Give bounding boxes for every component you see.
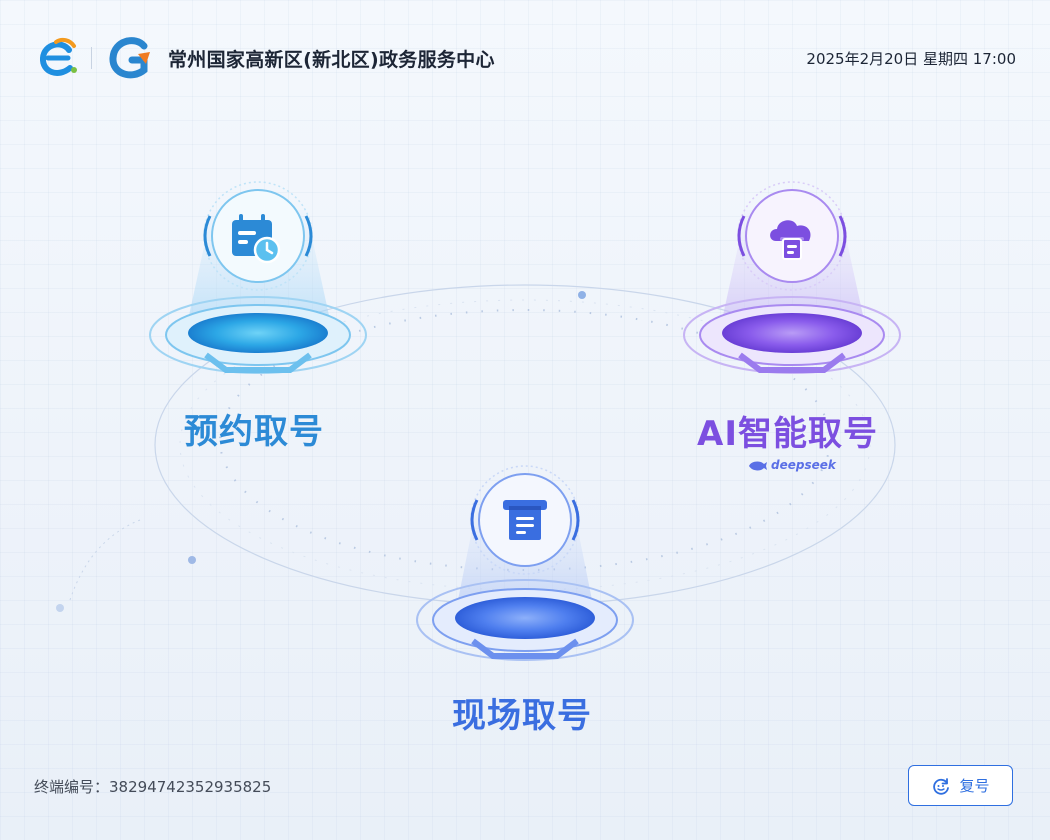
appointment-option[interactable]: 预约取号 <box>150 180 370 452</box>
ticket-printer-icon <box>503 500 547 540</box>
deepseek-badge: deepseek <box>748 458 836 472</box>
district-logo <box>109 37 150 79</box>
ai-option[interactable]: AI智能取号 deepseek <box>690 180 900 480</box>
header: 常州国家高新区(新北区)政务服务中心 2025年2月20日 星期四 17:00 <box>0 0 1050 110</box>
datetime: 2025年2月20日 星期四 17:00 <box>806 50 1016 68</box>
recall-button-label: 复号 <box>959 777 990 795</box>
logo-divider <box>91 47 92 69</box>
terminal-id-value: 38294742352935825 <box>109 778 272 796</box>
cloud-ticket-icon <box>770 220 811 260</box>
gov-service-logo <box>40 37 77 76</box>
walk-in-label: 现场取号 <box>452 696 592 736</box>
appointment-label: 预约取号 <box>184 412 324 452</box>
recall-icon <box>933 777 950 795</box>
deepseek-label: deepseek <box>771 458 836 472</box>
terminal-id: 终端编号：38294742352935825 <box>34 776 271 797</box>
whale-icon <box>749 461 767 470</box>
page-title: 常州国家高新区(新北区)政务服务中心 <box>168 49 495 71</box>
ai-label: AI智能取号 <box>697 414 878 454</box>
recall-button[interactable]: 复号 <box>908 765 1013 806</box>
calendar-clock-icon <box>232 214 281 264</box>
walk-in-option[interactable]: 现场取号 <box>420 465 630 736</box>
terminal-id-label: 终端编号： <box>34 778 110 796</box>
